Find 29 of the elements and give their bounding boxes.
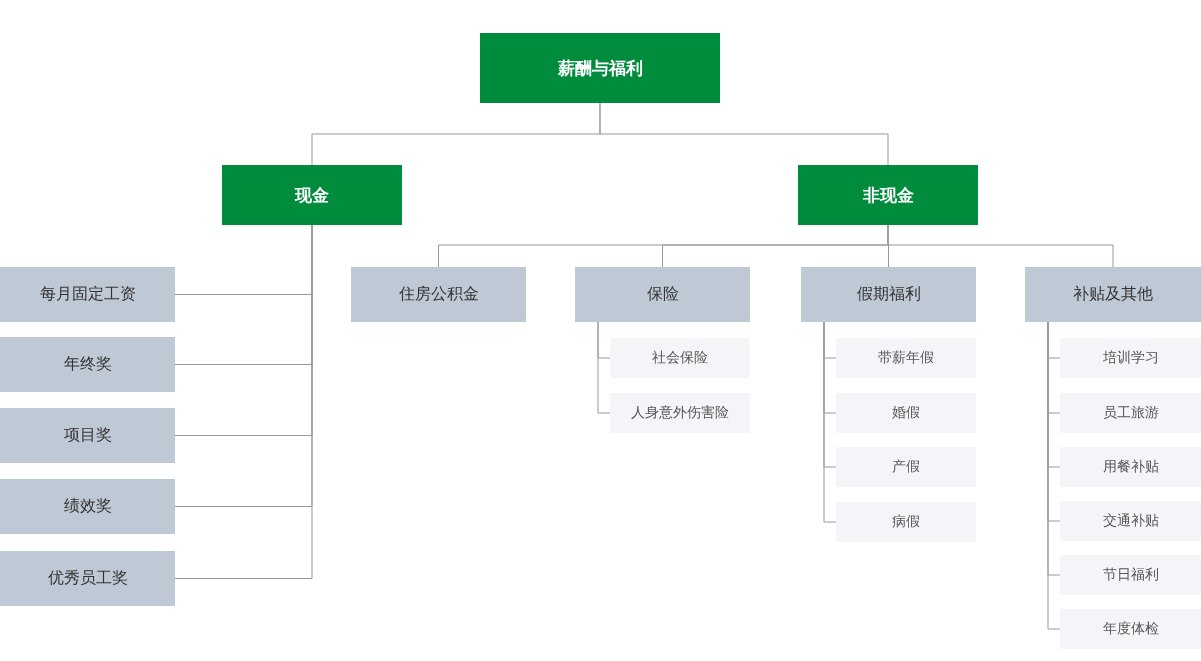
item-box: 培训学习 [1060, 338, 1201, 378]
connector-line [597, 321, 611, 414]
category-box: 保险 [575, 267, 750, 322]
item-box: 人身意外伤害险 [610, 393, 750, 433]
category-box: 优秀员工奖 [0, 551, 175, 606]
item-box: 带薪年假 [836, 338, 976, 378]
item-box: 用餐补贴 [1060, 447, 1201, 487]
category-box: 每月固定工资 [0, 267, 175, 322]
item-box: 员工旅游 [1060, 393, 1201, 433]
item-box: 婚假 [836, 393, 976, 433]
item-box: 交通补贴 [1060, 501, 1201, 541]
connector-line [823, 321, 837, 523]
item-box: 产假 [836, 447, 976, 487]
connector-line [1047, 321, 1061, 630]
connector-line [887, 224, 1114, 268]
item-box: 病假 [836, 502, 976, 542]
connector-line [599, 102, 889, 166]
category-box: 假期福利 [801, 267, 976, 322]
category-box: 住房公积金 [351, 267, 526, 322]
item-box: 社会保险 [610, 338, 750, 378]
category-box: 年终奖 [0, 337, 175, 392]
category-box: 非现金 [798, 165, 978, 225]
category-box: 项目奖 [0, 408, 175, 463]
category-box: 薪酬与福利 [480, 33, 720, 103]
item-box: 年度体检 [1060, 609, 1201, 649]
category-box: 现金 [222, 165, 402, 225]
category-box: 绩效奖 [0, 479, 175, 534]
category-box: 补贴及其他 [1025, 267, 1201, 322]
item-box: 节日福利 [1060, 555, 1201, 595]
